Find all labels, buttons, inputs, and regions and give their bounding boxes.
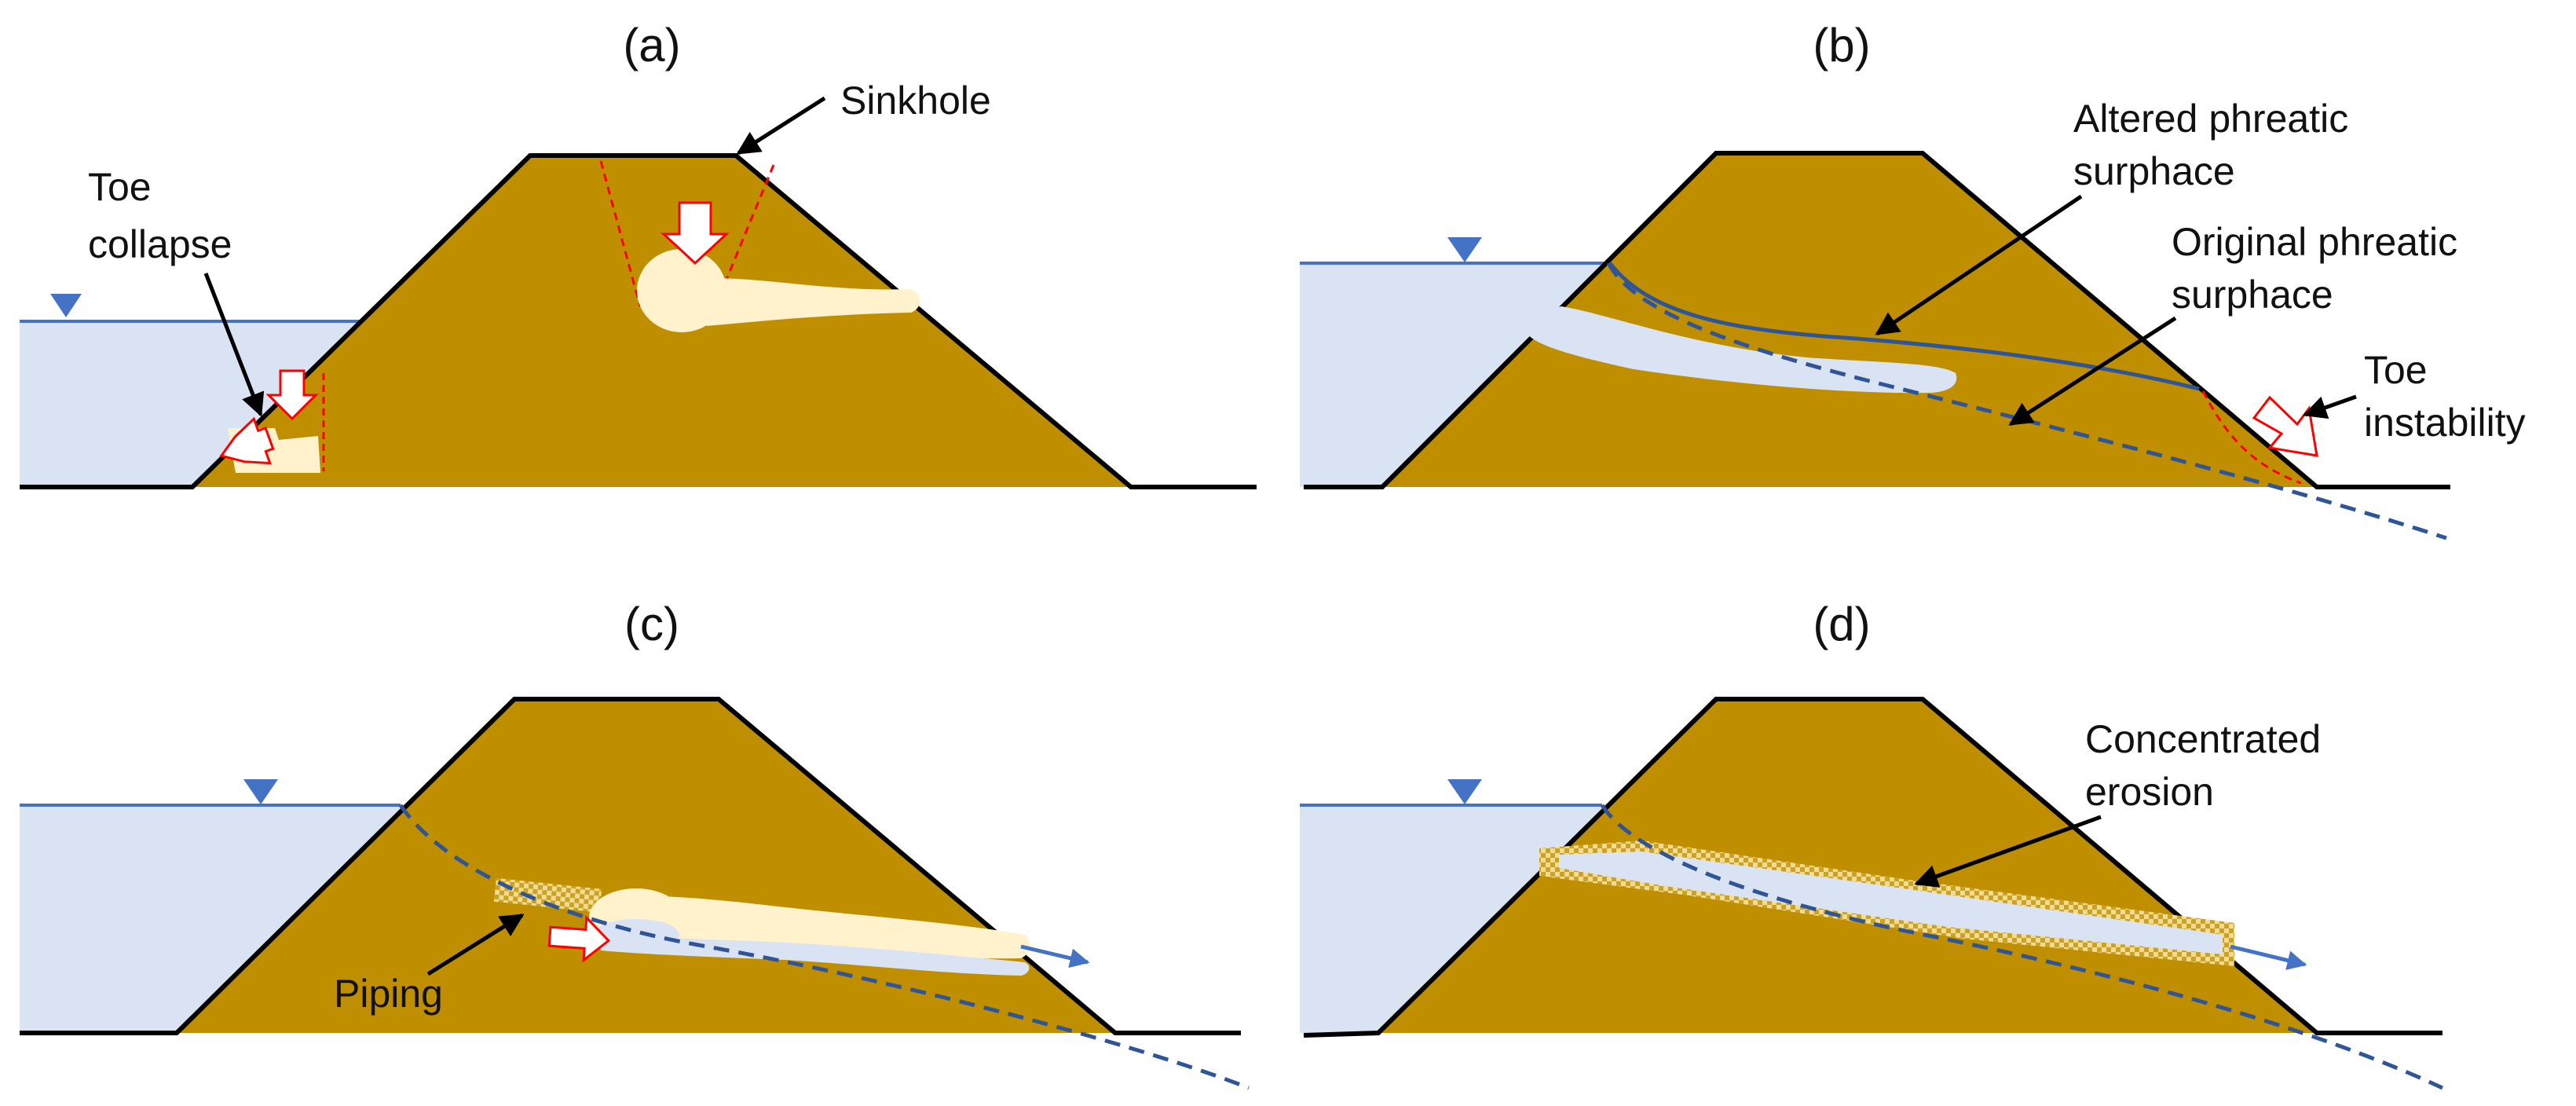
panel-b-water-level-marker bbox=[1447, 237, 1482, 262]
panel-c-phreatic-surface bbox=[398, 804, 1250, 1090]
panel-a-toe-down-arrow bbox=[265, 369, 319, 421]
panel-a-label: (a) bbox=[623, 19, 680, 71]
panel-a-toe-collapse-label-line1: Toe bbox=[88, 165, 152, 209]
panel-b-toe-instability-label-line1: Toe bbox=[2364, 348, 2428, 392]
panel-b-altered-label-line1: Altered phreatic bbox=[2073, 97, 2348, 141]
panel-d-outflow-arrow bbox=[2230, 944, 2307, 970]
panel-d-ground-line bbox=[1303, 697, 2442, 1038]
panel-b-embankment bbox=[1382, 153, 2317, 487]
panel-a-toe-collapse-label-line2: collapse bbox=[88, 222, 232, 266]
panel-b-toe-instability-label-line2: instability bbox=[2364, 401, 2526, 445]
panel-b-original-phreatic-surface bbox=[1606, 262, 2447, 540]
panel-c-water-level-marker bbox=[243, 779, 278, 804]
panel-a: (a) Sinkhole Toe collapse bbox=[20, 19, 1257, 489]
panel-a-toe-collapse-leader bbox=[203, 273, 265, 417]
panel-d-label: (d) bbox=[1813, 598, 1870, 650]
panel-b-original-label-line2: surphace bbox=[2172, 273, 2333, 317]
panel-c-ground-line bbox=[20, 697, 1241, 1035]
panel-c-piping-flow-arrow bbox=[547, 914, 611, 963]
panel-b-ground-line bbox=[1304, 151, 2450, 489]
panel-b-seepage-zone bbox=[1528, 306, 1957, 394]
panel-c: (c) Piping bbox=[20, 598, 1250, 1090]
panel-b-altered-label-line2: surphace bbox=[2073, 149, 2235, 193]
panel-a-sinkhole-failure-line-right bbox=[717, 164, 775, 299]
panel-a-sinkhole-failure-line-left bbox=[599, 160, 642, 307]
panel-b-original-label-line1: Original phreatic bbox=[2172, 220, 2457, 264]
panel-d-erosion-channel bbox=[1559, 851, 2223, 954]
panel-c-label: (c) bbox=[624, 598, 679, 650]
panel-c-piping-label: Piping bbox=[334, 972, 443, 1016]
panel-b-original-leader bbox=[2008, 316, 2177, 427]
panel-b-label: (b) bbox=[1813, 19, 1870, 71]
panel-a-ground-line bbox=[20, 153, 1257, 489]
panel-a-toe-left-arrow bbox=[219, 416, 275, 465]
panel-d-water-level-marker bbox=[1447, 779, 1482, 804]
panel-d-concentrated-leader bbox=[1914, 815, 2102, 888]
panel-a-settlement-arrow bbox=[660, 201, 730, 266]
panel-d: (d) Concentrated erosion bbox=[1300, 598, 2444, 1090]
panel-d-phreatic-surface bbox=[1600, 804, 2444, 1090]
panel-c-outflow-arrow bbox=[1020, 944, 1090, 969]
panel-a-sinkhole-leader bbox=[736, 96, 826, 156]
panel-c-piping-leader bbox=[426, 913, 525, 976]
panel-b-toe-instability-arrow bbox=[2252, 395, 2318, 457]
panel-c-eroded-pipe-entrance bbox=[493, 877, 602, 913]
panel-a-water-level-marker bbox=[50, 294, 82, 317]
panel-d-concentrated-label-line1: Concentrated bbox=[2085, 717, 2321, 761]
panel-a-internal-pipe bbox=[699, 278, 920, 326]
panel-b: (b) Altered phreatic surphace Original p… bbox=[1300, 19, 2526, 540]
panel-b-toe-failure-arc bbox=[2201, 390, 2302, 485]
panel-a-sinkhole-cavity bbox=[637, 249, 726, 332]
panel-d-concentrated-label-line2: erosion bbox=[2085, 770, 2214, 814]
panel-c-seepage-flow bbox=[597, 931, 1030, 976]
panel-b-toe-instability-leader bbox=[2303, 394, 2357, 419]
panel-b-altered-phreatic-surface bbox=[1608, 262, 2200, 391]
panel-a-sinkhole-label: Sinkhole bbox=[840, 79, 991, 123]
panel-c-pipe-cavity-wet bbox=[593, 919, 679, 950]
panel-b-altered-leader bbox=[1875, 194, 2083, 336]
